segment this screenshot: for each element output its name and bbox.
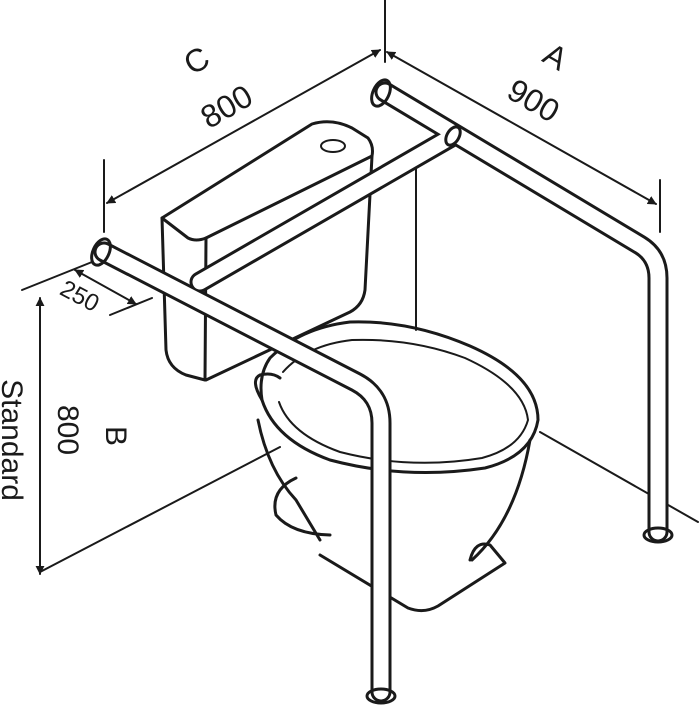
dimension-line-a — [386, 51, 657, 205]
dimension-line-c — [106, 49, 381, 204]
toilet-bowl — [254, 320, 540, 613]
label-value-a: 900 — [501, 72, 565, 130]
toilet-seat-edge — [278, 338, 529, 464]
label-letter-a: A — [537, 36, 574, 78]
label-value-b: 800 — [51, 405, 84, 455]
label-letter-c: C — [177, 39, 215, 82]
dimension-b: B 800 Standard — [0, 297, 132, 575]
toilet-base — [318, 542, 507, 613]
extension-line-offset-bottom — [109, 297, 153, 316]
label-letter-b: B — [99, 426, 132, 446]
floor-foot-front — [365, 687, 397, 705]
dimension-line-offset — [74, 269, 137, 305]
label-note-b: Standard — [0, 379, 28, 501]
floor-wall-line-right — [539, 431, 699, 523]
extension-line-offset-top — [21, 261, 93, 291]
flush-button-icon — [320, 139, 346, 153]
grab-bar — [90, 78, 674, 705]
wall-flange-side — [90, 237, 112, 267]
toilet-lid — [259, 320, 540, 474]
toilet-trap — [273, 476, 332, 537]
floor-wall-line-left — [39, 446, 281, 573]
label-value-c: 800 — [194, 78, 258, 136]
floor-foot-right — [642, 526, 674, 544]
